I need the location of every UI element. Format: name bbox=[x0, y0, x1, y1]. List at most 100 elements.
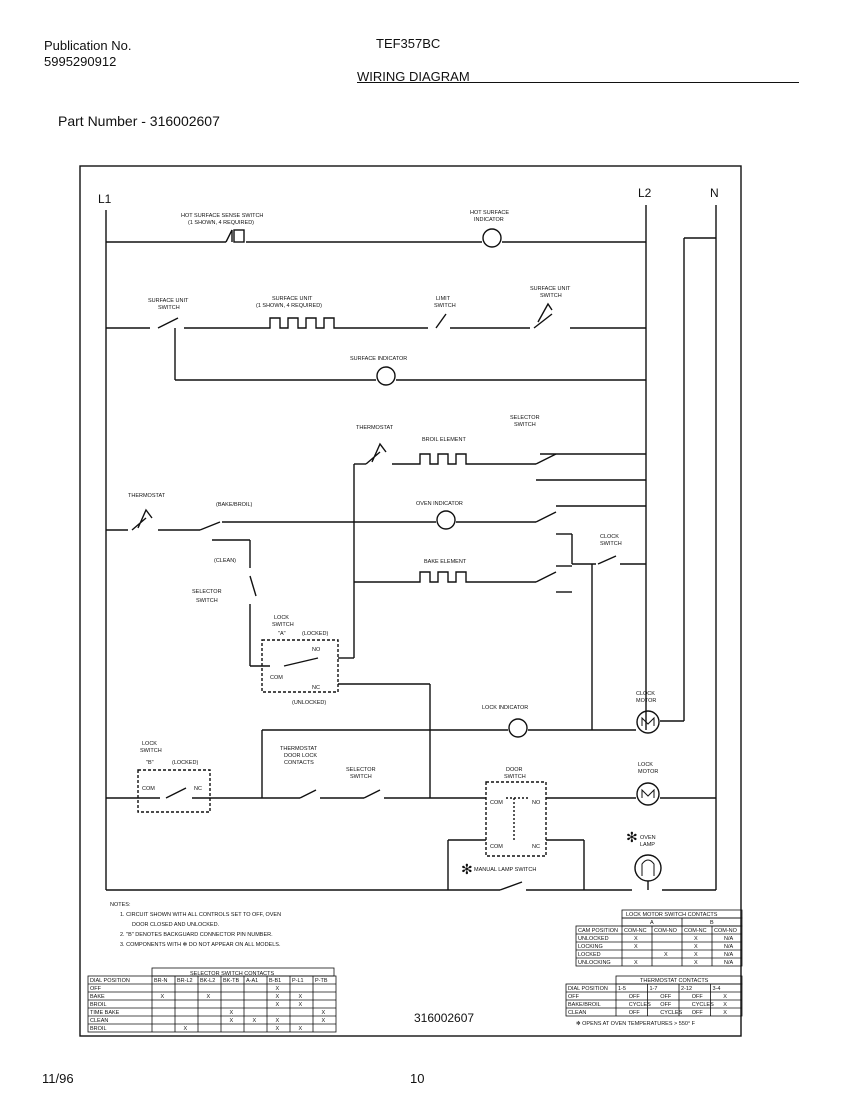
label-no-a: NO bbox=[312, 647, 321, 653]
thermo-table-cell: OFF bbox=[629, 994, 641, 1000]
selector-table-header: P-TB bbox=[315, 978, 328, 984]
thermo-table-cell: OFF bbox=[692, 1010, 704, 1016]
lock-table-cell: X bbox=[694, 960, 698, 966]
thermo-table-header: 1-7 bbox=[650, 986, 658, 992]
lock-table-col-b: B bbox=[710, 920, 714, 926]
thermo-table-footnote: ✻ OPENS AT OVEN TEMPERATURES > 550° F bbox=[576, 1020, 696, 1027]
lock-table-header: COM-NO bbox=[714, 928, 738, 934]
selector-switch-bk-contact bbox=[535, 571, 557, 583]
label-surface-unit-switch-left-2: SWITCH bbox=[158, 305, 180, 311]
hot-surface-switch-body bbox=[233, 229, 245, 243]
selector-table-header: BR-N bbox=[154, 978, 167, 984]
selector-table-cell: TIME BAKE bbox=[90, 1010, 120, 1016]
lock-table-title: LOCK MOTOR SWITCH CONTACTS bbox=[626, 912, 718, 918]
label-thermostat-door-lock-3: CONTACTS bbox=[284, 760, 314, 766]
label-lock-indicator: LOCK INDICATOR bbox=[482, 705, 528, 711]
diagram-number: 316002607 bbox=[414, 1011, 474, 1025]
selector-table-cell: X bbox=[230, 1018, 234, 1024]
lock-motor bbox=[636, 782, 660, 806]
selector-table-cell: CLEAN bbox=[90, 1018, 108, 1024]
lock-motor-symbol bbox=[641, 788, 655, 798]
label-oven-lamp: OVEN bbox=[640, 835, 656, 841]
selector-table-header: P-L1 bbox=[292, 978, 304, 984]
lock-switch-a-contact bbox=[283, 657, 319, 667]
note-2: 2. "B" DENOTES BACKGUARD CONNECTOR PIN N… bbox=[120, 932, 273, 938]
label-selector-switch-left: SELECTOR bbox=[192, 589, 222, 595]
lock-table-cell: LOCKING bbox=[578, 944, 603, 950]
label-com-door-bottom: COM bbox=[490, 844, 503, 850]
lock-table-header: COM-NO bbox=[654, 928, 678, 934]
hot-surface-switch-contact bbox=[225, 229, 233, 243]
label-door-switch: DOOR bbox=[506, 767, 523, 773]
lock-switch-a-box bbox=[261, 639, 339, 693]
line-l1-label: L1 bbox=[98, 192, 112, 206]
lock-table-cell: X bbox=[694, 936, 698, 942]
selector-table-cell: BROIL bbox=[90, 1002, 107, 1008]
label-locked: (LOCKED) bbox=[302, 631, 328, 637]
selector-table-cell: OFF bbox=[90, 986, 102, 992]
lock-table-cell: X bbox=[634, 960, 638, 966]
label-com-door-top: COM bbox=[490, 800, 503, 806]
lock-table-cell: UNLOCKING bbox=[578, 960, 611, 966]
selector-table-header: BK-L2 bbox=[200, 978, 215, 984]
selector-table-cell: X bbox=[253, 1018, 257, 1024]
label-clock-motor-2: MOTOR bbox=[636, 698, 656, 704]
line-n-label: N bbox=[710, 186, 719, 200]
thermostat-left-symbol bbox=[131, 508, 153, 531]
selector-table-cell: X bbox=[207, 994, 211, 1000]
label-no-door: NO bbox=[532, 800, 541, 806]
selector-table-title: SELECTOR SWITCH CONTACTS bbox=[190, 971, 274, 977]
oven-lamp-filament bbox=[641, 859, 655, 876]
thermo-table-header: 3-4 bbox=[713, 986, 721, 992]
label-broil-element: BROIL ELEMENT bbox=[422, 437, 466, 443]
selector-table-header: BR-L2 bbox=[177, 978, 193, 984]
lock-table-cell: X bbox=[694, 952, 698, 958]
selector-table-cell: BAKE bbox=[90, 994, 105, 1000]
label-surface-unit-switch-left: SURFACE UNIT bbox=[148, 298, 189, 304]
label-surface-unit: SURFACE UNIT bbox=[272, 296, 313, 302]
lock-switch-b-box bbox=[137, 769, 211, 813]
label-surface-indicator: SURFACE INDICATOR bbox=[350, 356, 407, 362]
lock-table-cell: X bbox=[634, 944, 638, 950]
label-clean: (CLEAN) bbox=[214, 558, 236, 564]
page-title: WIRING DIAGRAM bbox=[357, 69, 470, 84]
label-thermostat-left: THERMOSTAT bbox=[128, 493, 166, 499]
manual-lamp-switch-contact bbox=[499, 881, 523, 891]
selector-table-frame bbox=[87, 975, 337, 1033]
selector-table-cell: X bbox=[276, 986, 280, 992]
lock-table-cell: X bbox=[634, 936, 638, 942]
label-nc-b: NC bbox=[194, 786, 202, 792]
thermo-table-cell: CYCLES bbox=[660, 1010, 682, 1016]
selector-switch-a-contact bbox=[249, 575, 257, 597]
label-surface-unit-switch-right-2: SWITCH bbox=[540, 293, 562, 299]
footer-date: 11/96 bbox=[42, 1071, 74, 1086]
clock-switch-contact bbox=[597, 555, 617, 565]
selector-table-cell: BROIL bbox=[90, 1026, 107, 1032]
selector-table-cell: X bbox=[161, 994, 165, 1000]
note-1b: DOOR CLOSED AND UNLOCKED. bbox=[132, 922, 220, 928]
label-com-b: COM bbox=[142, 786, 155, 792]
label-manual-lamp-switch: MANUAL LAMP SWITCH bbox=[474, 867, 536, 873]
label-lock-switch-b-3: "B" bbox=[146, 760, 154, 766]
thermo-table-cell: OFF bbox=[660, 1002, 672, 1008]
label-unlocked: (UNLOCKED) bbox=[292, 700, 326, 706]
lock-table-cell: N/A bbox=[724, 952, 734, 958]
bake-broil-contact bbox=[199, 521, 221, 531]
part-number: Part Number - 316002607 bbox=[58, 113, 220, 129]
selector-switch-p-contact bbox=[535, 511, 557, 523]
thermostat-door-lock-contact bbox=[299, 789, 317, 799]
lock-table-header: COM-NC bbox=[624, 928, 647, 934]
label-thermostat-door-lock-2: DOOR LOCK bbox=[284, 753, 317, 759]
thermo-table-cell: CLEAN bbox=[568, 1010, 586, 1016]
model-number: TEF357BC bbox=[376, 36, 441, 51]
label-thermostat-top: THERMOSTAT bbox=[356, 425, 394, 431]
selector-table-cell: X bbox=[276, 1002, 280, 1008]
label-selector-switch-right-2: SWITCH bbox=[514, 422, 536, 428]
label-oven-lamp-2: LAMP bbox=[640, 842, 655, 848]
label-surface-unit-2: (1 SHOWN, 4 REQUIRED) bbox=[256, 303, 322, 309]
surface-switch-left-contact bbox=[157, 317, 179, 329]
limit-switch-contact bbox=[435, 313, 447, 329]
